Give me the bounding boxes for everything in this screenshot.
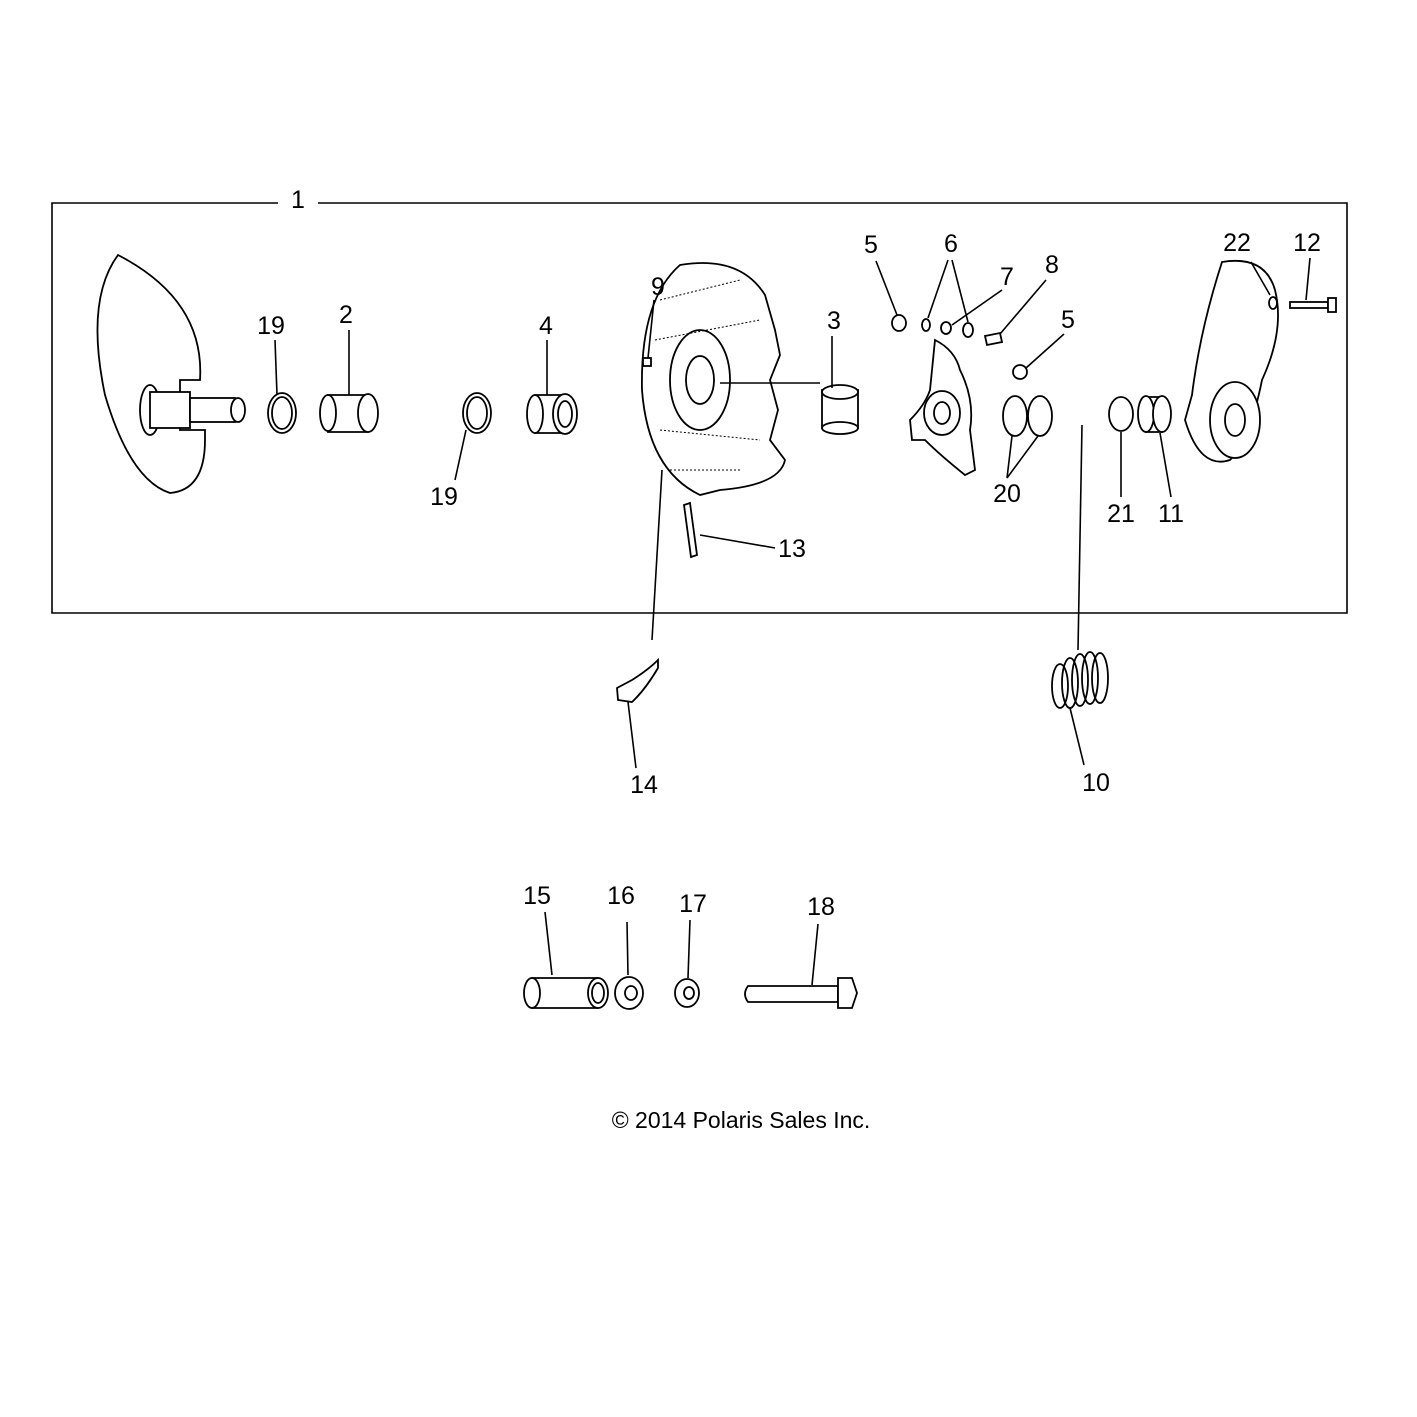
callout-16[interactable]: 16 [607, 882, 635, 910]
washer-17 [674, 978, 700, 1008]
roller-5b [1012, 364, 1028, 380]
ring-19b-inner [466, 396, 488, 430]
pin-8 [983, 331, 1004, 347]
washer-7 [940, 321, 952, 335]
callout-22[interactable]: 22 [1223, 229, 1251, 257]
callout-8[interactable]: 8 [1045, 251, 1059, 279]
bearing-4 [526, 393, 578, 435]
callout-19[interactable]: 19 [430, 483, 458, 511]
callout-5[interactable]: 5 [1061, 306, 1075, 334]
callout-1[interactable]: 1 [291, 186, 305, 214]
end-cover [1184, 260, 1279, 463]
roller-carrier [909, 338, 976, 477]
callout-18[interactable]: 18 [807, 893, 835, 921]
callout-21[interactable]: 21 [1107, 500, 1135, 528]
callout-17[interactable]: 17 [679, 890, 707, 918]
bushing-11 [1137, 395, 1172, 433]
copyright-text: © 2014 Polaris Sales Inc. [612, 1107, 871, 1133]
callout-10[interactable]: 10 [1082, 769, 1110, 797]
callout-11[interactable]: 11 [1158, 500, 1184, 528]
callout-5[interactable]: 5 [864, 231, 878, 259]
callout-13[interactable]: 13 [778, 535, 806, 563]
washer-6a [921, 318, 931, 332]
sheave-part [96, 253, 246, 494]
rings-20 [1002, 395, 1053, 437]
pin-13 [683, 501, 698, 559]
callout-6[interactable]: 6 [944, 230, 958, 258]
spacer-15 [523, 977, 609, 1009]
washer-22 [1268, 296, 1278, 310]
leader-lines [274, 257, 1311, 986]
callout-12[interactable]: 12 [1293, 229, 1321, 257]
weight-14 [616, 657, 659, 703]
snap-ring-21 [1108, 396, 1134, 432]
callout-4[interactable]: 4 [539, 312, 553, 340]
callout-14[interactable]: 14 [630, 771, 658, 799]
callout-7[interactable]: 7 [1000, 263, 1014, 291]
spring-10 [1051, 651, 1109, 709]
bolt-12 [1289, 297, 1337, 313]
roller-5a [891, 314, 907, 332]
callout-20[interactable]: 20 [993, 480, 1021, 508]
bushing-2 [319, 393, 379, 433]
callout-9[interactable]: 9 [651, 273, 665, 301]
callout-19[interactable]: 19 [257, 312, 285, 340]
ring-19a-inner [271, 396, 293, 430]
callout-3[interactable]: 3 [827, 307, 841, 335]
washer-6b [962, 322, 974, 338]
washer-16 [614, 976, 644, 1010]
cover-plate [641, 262, 786, 496]
bolt-18 [744, 977, 858, 1009]
assembly-box [51, 202, 1348, 614]
callout-2[interactable]: 2 [339, 301, 353, 329]
callout-15[interactable]: 15 [523, 882, 551, 910]
bushing-3 [821, 384, 859, 435]
